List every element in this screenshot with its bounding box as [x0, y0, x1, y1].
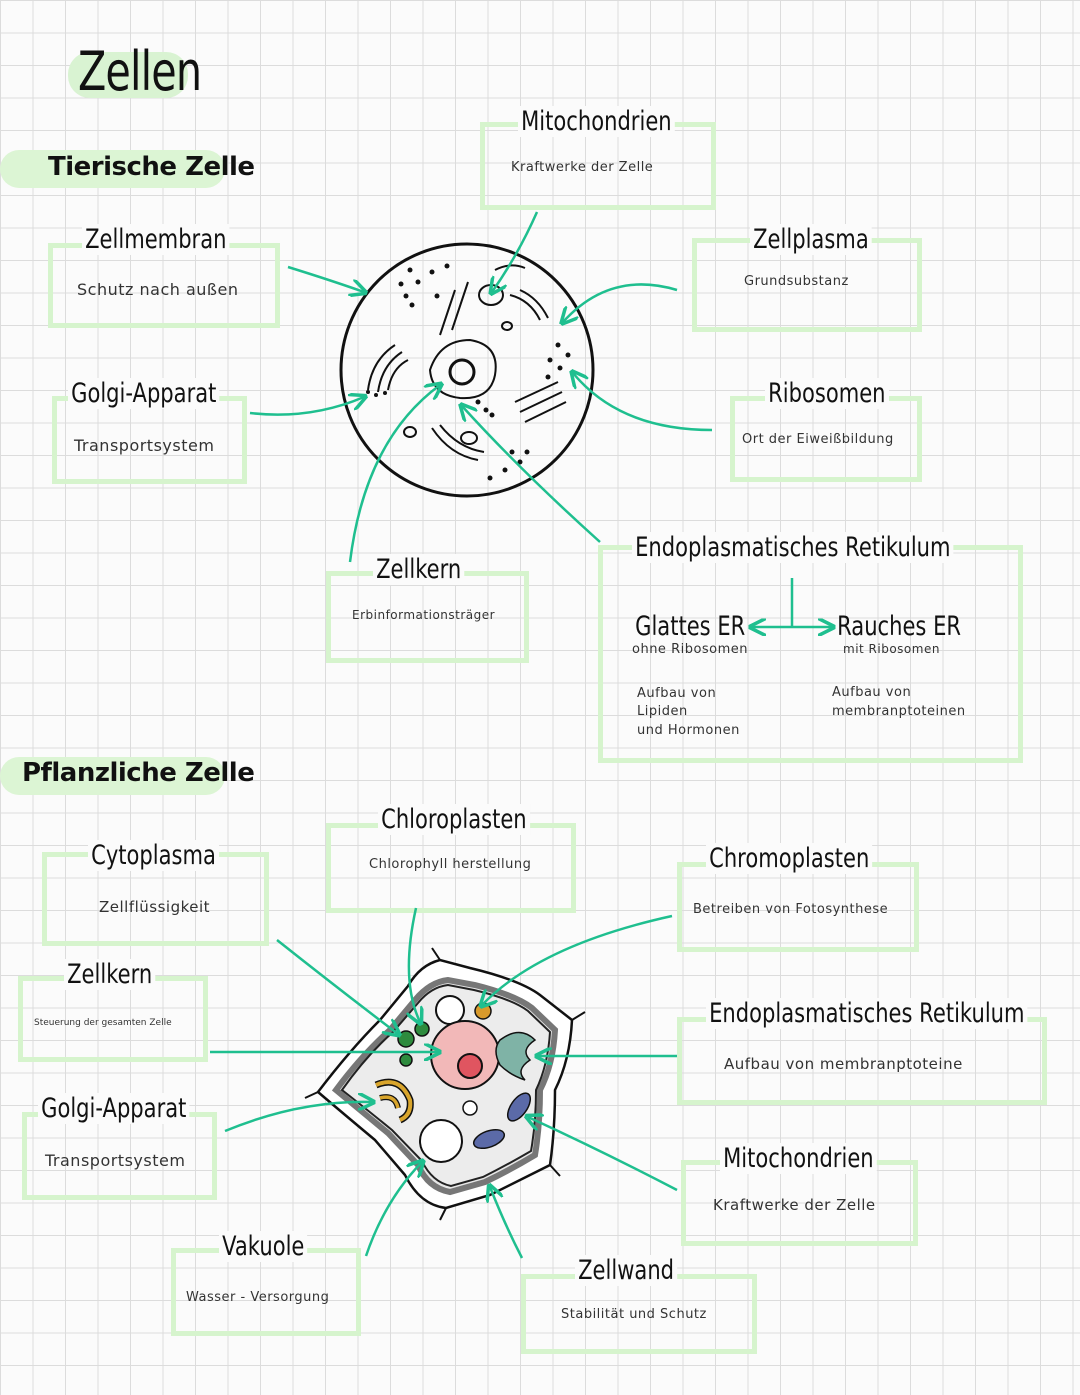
- label-zellkern-animal: Zellkern: [373, 554, 465, 585]
- label-mitochondrien-plant: Mitochondrien: [720, 1143, 877, 1174]
- er-branch: [752, 578, 832, 627]
- plant-heading-highlight: [0, 757, 225, 795]
- desc-er-plant: Aufbau von membranptoteine: [724, 1055, 963, 1073]
- animal-ribosome-dots: [366, 263, 571, 481]
- label-cytoplasma: Cytoplasma: [88, 840, 220, 871]
- desc-zellkern-plant: Steuerung der gesamten Zelle: [34, 1018, 172, 1028]
- desc-vakuole: Wasser - Versorgung: [186, 1290, 330, 1305]
- label-golgi-animal: Golgi-Apparat: [68, 378, 220, 409]
- label-vakuole: Vakuole: [219, 1231, 308, 1262]
- desc-mitochondrien-plant: Kraftwerke der Zelle: [713, 1196, 876, 1214]
- sub-glattes-er: ohne Ribosomen: [632, 642, 749, 657]
- desc-chloroplasten: Chlorophyll herstellung: [369, 857, 532, 872]
- label-glattes-er: Glattes ER: [635, 611, 746, 642]
- label-ribosomen: Ribosomen: [765, 378, 889, 409]
- label-er-animal: Endoplasmatisches Retikulum: [632, 532, 954, 563]
- desc-mitochondrien-animal: Kraftwerke der Zelle: [511, 160, 654, 175]
- animal-heading-highlight: [0, 150, 225, 188]
- desc-zellmembran: Schutz nach außen: [77, 280, 239, 299]
- desc-chromoplasten: Betreiben von Fotosynthese: [693, 902, 889, 917]
- label-mitochondrien-animal: Mitochondrien: [518, 106, 675, 137]
- glattes-er-line1: Aufbau von: [637, 686, 717, 701]
- desc-golgi-plant: Transportsystem: [45, 1151, 186, 1170]
- animal-arrows: [249, 211, 713, 563]
- label-zellplasma: Zellplasma: [750, 224, 872, 255]
- animal-heading: Tierische Zelle: [48, 152, 255, 182]
- label-zellkern-plant: Zellkern: [64, 959, 156, 990]
- desc-zellwand: Stabilität und Schutz: [561, 1307, 707, 1322]
- plant-cell: [304, 947, 586, 1221]
- desc-golgi-animal: Transportsystem: [74, 436, 215, 455]
- label-chloroplasten: Chloroplasten: [378, 804, 530, 835]
- rauches-er-line2: membranptoteinen: [832, 704, 966, 719]
- plant-arrows: [210, 907, 678, 1259]
- glattes-er-line3: und Hormonen: [637, 723, 740, 738]
- glattes-er-line2: Lipiden: [637, 704, 688, 719]
- label-zellmembran: Zellmembran: [82, 224, 230, 255]
- rauches-er-line1: Aufbau von: [832, 685, 912, 700]
- desc-zellplasma: Grundsubstanz: [744, 274, 849, 289]
- sub-rauches-er: mit Ribosomen: [843, 642, 940, 656]
- label-er-plant: Endoplasmatisches Retikulum: [706, 998, 1028, 1029]
- title-highlight: [68, 52, 188, 98]
- desc-cytoplasma: Zellflüssigkeit: [99, 898, 211, 916]
- plant-heading: Pflanzliche Zelle: [22, 758, 255, 788]
- label-golgi-plant: Golgi-Apparat: [38, 1093, 190, 1124]
- label-chromoplasten: Chromoplasten: [706, 843, 873, 874]
- label-rauches-er: Rauches ER: [837, 611, 962, 642]
- animal-cell: [339, 242, 595, 498]
- desc-ribosomen: Ort der Eiweißbildung: [742, 432, 894, 447]
- page-title: Zellen: [78, 40, 202, 103]
- label-zellwand: Zellwand: [575, 1255, 678, 1286]
- desc-zellkern-animal: Erbinformationsträger: [352, 608, 496, 622]
